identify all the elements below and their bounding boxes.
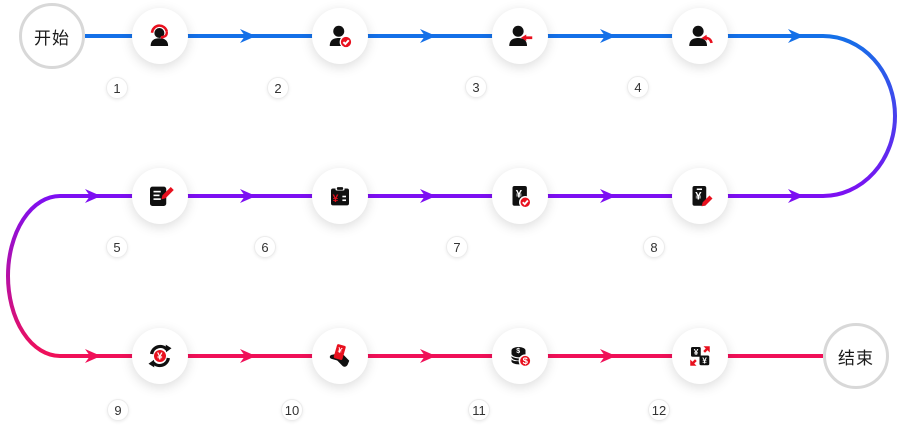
receipt-edit-icon: ¥	[692, 186, 713, 207]
arrowhead-icon	[85, 189, 101, 203]
svg-text:¥: ¥	[516, 189, 523, 201]
end-label: 结束	[838, 348, 874, 368]
document-edit-icon	[150, 186, 174, 206]
coins-icon: $ $	[510, 347, 532, 368]
step-number-badge: 3	[465, 76, 487, 98]
step-number-badge: 8	[643, 236, 665, 258]
arrowhead-icon	[240, 29, 256, 43]
arrowhead-icon	[600, 29, 616, 43]
arrowhead-icon	[600, 349, 616, 363]
step-number-badge: 7	[446, 236, 468, 258]
user-verified-icon	[329, 25, 353, 49]
arrowhead-icon	[240, 349, 256, 363]
arrowhead-icon	[600, 189, 616, 203]
arrowhead-icon	[420, 349, 436, 363]
step-node-6: ¥	[312, 168, 368, 224]
user-arrow-in-icon	[509, 25, 533, 46]
currency-exchange-icon: ¥ ¥	[690, 346, 710, 366]
step-node-1	[132, 8, 188, 64]
arrowhead-icon	[788, 29, 804, 43]
svg-text:¥: ¥	[337, 345, 344, 355]
step-number-badge: 11	[468, 399, 490, 421]
step-node-8: ¥	[672, 168, 728, 224]
step-node-11: $ $	[492, 328, 548, 384]
step-number-badge: 6	[254, 236, 276, 258]
step-number-badge: 2	[267, 77, 289, 99]
arrowhead-icon	[420, 29, 436, 43]
svg-text:¥: ¥	[694, 348, 699, 357]
step-number-badge: 1	[106, 77, 128, 99]
hand-card-payment-icon: ¥	[329, 344, 350, 367]
currency-refresh-icon: ¥	[148, 344, 172, 368]
step-number-badge: 9	[107, 399, 129, 421]
svg-text:¥: ¥	[695, 190, 702, 202]
svg-text:$: $	[516, 348, 520, 355]
step-number-badge: 5	[106, 236, 128, 258]
customer-service-icon	[150, 24, 169, 46]
step-node-12: ¥ ¥	[672, 328, 728, 384]
svg-text:$: $	[523, 356, 529, 367]
step-node-4	[672, 8, 728, 64]
step-node-3	[492, 8, 548, 64]
step-node-2	[312, 8, 368, 64]
user-return-icon	[689, 25, 713, 46]
end-node: 结束	[823, 323, 889, 389]
svg-text:¥: ¥	[333, 193, 339, 205]
flow-curve-left	[6, 194, 61, 358]
arrowhead-icon	[788, 189, 804, 203]
start-label: 开始	[34, 28, 70, 48]
step-node-5	[132, 168, 188, 224]
step-node-10: ¥	[312, 328, 368, 384]
arrowhead-icon	[85, 349, 101, 363]
step-number-badge: 12	[648, 399, 670, 421]
billing-clipboard-icon: ¥	[331, 185, 349, 206]
start-node: 开始	[19, 3, 85, 69]
step-node-9: ¥	[132, 328, 188, 384]
arrowhead-icon	[420, 189, 436, 203]
step-number-badge: 4	[627, 76, 649, 98]
flow-curve-right	[822, 34, 897, 198]
receipt-approved-icon: ¥	[512, 186, 532, 209]
svg-text:¥: ¥	[157, 352, 163, 363]
svg-text:¥: ¥	[702, 356, 707, 365]
arrowhead-icon	[240, 189, 256, 203]
step-number-badge: 10	[281, 399, 303, 421]
step-node-7: ¥	[492, 168, 548, 224]
